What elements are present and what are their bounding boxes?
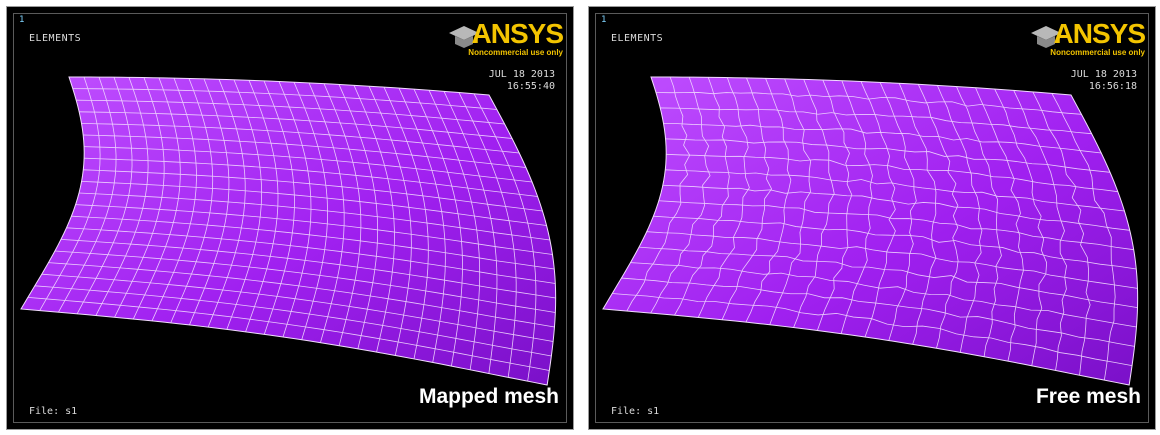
- free-mesh-panel: 1 ELEMENTS ANSYS Noncommercial use only …: [588, 6, 1156, 430]
- element-mesh-lines: [612, 76, 1138, 381]
- date-text: JUL 18 2013: [488, 69, 555, 80]
- logo-subtitle: Noncommercial use only: [468, 48, 563, 57]
- window-number: 1: [601, 15, 607, 25]
- time-text: 16:55:40: [506, 81, 555, 92]
- panel-caption: Free mesh: [1035, 385, 1141, 408]
- graduation-cap-icon: [449, 26, 479, 48]
- timestamp: JUL 18 2013 16:55:40: [489, 69, 555, 93]
- mesh-surface: [20, 76, 557, 386]
- shell-surface: [20, 76, 557, 386]
- ansys-logo: ANSYS Noncommercial use only: [1029, 18, 1146, 61]
- file-label: File: s1: [611, 406, 660, 417]
- graduation-cap-icon: [1031, 26, 1061, 48]
- logo-brand: ANSYS: [471, 18, 564, 49]
- file-label: File: s1: [29, 406, 78, 417]
- timestamp: JUL 18 2013 16:56:18: [1071, 69, 1137, 93]
- display-mode-label: ELEMENTS: [611, 33, 664, 44]
- time-text: 16:56:18: [1088, 81, 1137, 92]
- window-number: 1: [19, 15, 25, 25]
- logo-subtitle: Noncommercial use only: [1050, 48, 1145, 57]
- logo-brand: ANSYS: [1053, 18, 1146, 49]
- display-mode-label: ELEMENTS: [29, 33, 82, 44]
- shell-surface: [602, 76, 1139, 386]
- ansys-logo: ANSYS Noncommercial use only: [447, 18, 564, 61]
- mesh-surface: [602, 76, 1139, 386]
- element-mesh-lines: [27, 76, 556, 382]
- mapped-mesh-panel: 1 ELEMENTS ANSYS Noncommercial use only …: [6, 6, 574, 430]
- panel-caption: Mapped mesh: [418, 385, 559, 408]
- date-text: JUL 18 2013: [1070, 69, 1137, 80]
